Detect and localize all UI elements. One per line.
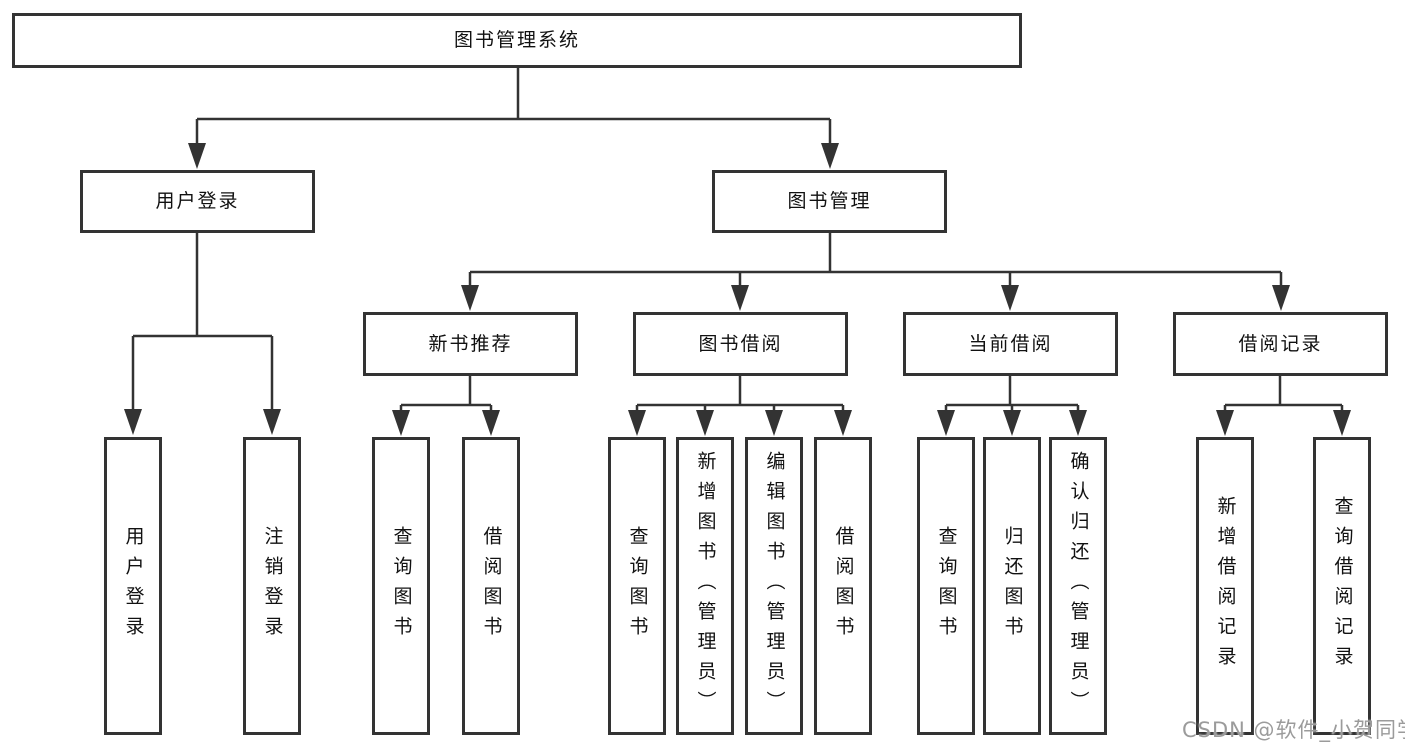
leaf-borrow-books-borrowing: 借阅图书 [814, 437, 872, 735]
arrowhead [628, 410, 646, 436]
connector-root [195, 68, 832, 145]
leaf-query-books-recommend: 查询图书 [372, 437, 430, 735]
node-book-borrowing: 图书借阅 [633, 312, 848, 376]
arrowhead [834, 410, 852, 436]
arrowhead [188, 143, 206, 169]
leaf-add-book-admin: 新增图书（管理员） [676, 437, 734, 735]
connector-borrow-records [1223, 376, 1344, 410]
arrowhead [1001, 285, 1019, 311]
arrowhead [731, 285, 749, 311]
arrowhead [263, 409, 281, 435]
connector-book-management [468, 233, 1283, 285]
csdn-watermark: CSDN @软件_小贺同学 [1182, 718, 1405, 742]
arrowhead [765, 410, 783, 436]
leaf-logout: 注销登录 [243, 437, 301, 735]
arrowhead [124, 409, 142, 435]
arrowhead [821, 143, 839, 169]
arrowhead [1003, 410, 1021, 436]
leaf-query-books-current: 查询图书 [917, 437, 975, 735]
arrowhead [696, 410, 714, 436]
leaf-user-login: 用户登录 [104, 437, 162, 735]
arrowhead [1069, 410, 1087, 436]
node-current-borrowing: 当前借阅 [903, 312, 1118, 376]
arrowhead [461, 285, 479, 311]
leaf-add-borrow-record: 新增借阅记录 [1196, 437, 1254, 735]
arrowhead [1333, 410, 1351, 436]
node-book-management: 图书管理 [712, 170, 947, 233]
node-root: 图书管理系统 [12, 13, 1022, 68]
leaf-return-books: 归还图书 [983, 437, 1041, 735]
leaf-edit-book-admin: 编辑图书（管理员） [745, 437, 803, 735]
node-user-login: 用户登录 [80, 170, 315, 233]
connector-book-borrow [635, 376, 845, 410]
leaf-borrow-books-recommend: 借阅图书 [462, 437, 520, 735]
arrowhead [482, 410, 500, 436]
connector-current-borrow [944, 376, 1080, 410]
node-new-book-recommendation: 新书推荐 [363, 312, 578, 376]
node-borrowing-records: 借阅记录 [1173, 312, 1388, 376]
leaf-query-books-borrowing: 查询图书 [608, 437, 666, 735]
arrowhead [1272, 285, 1290, 311]
connector-new-book [399, 376, 493, 410]
arrowhead [392, 410, 410, 436]
arrowhead [1216, 410, 1234, 436]
connector-user-login [131, 233, 274, 409]
leaf-confirm-return-admin: 确认归还（管理员） [1049, 437, 1107, 735]
arrowhead [937, 410, 955, 436]
leaf-query-borrow-record: 查询借阅记录 [1313, 437, 1371, 735]
